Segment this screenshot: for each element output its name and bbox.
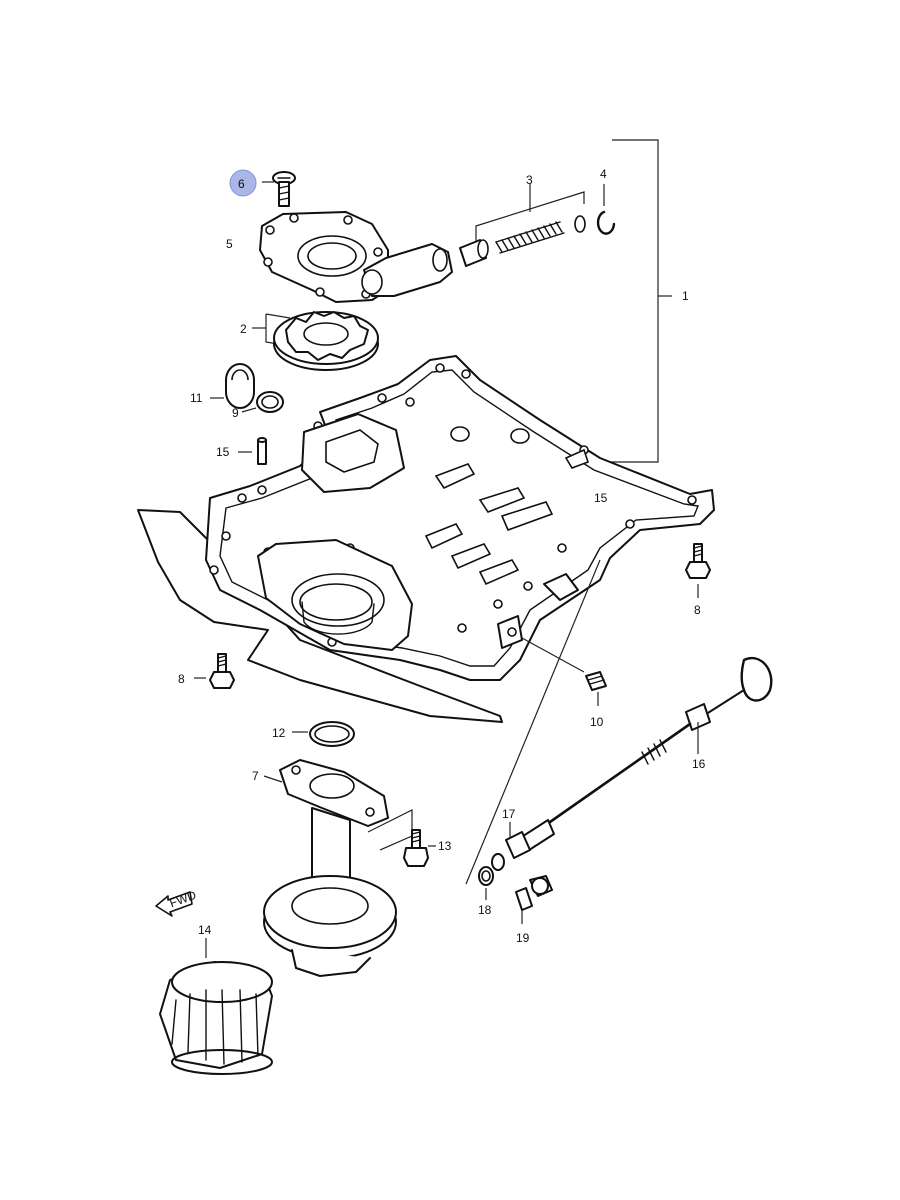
oil-pan[interactable] bbox=[137, 355, 715, 723]
callout-14[interactable]: 14 bbox=[198, 923, 212, 937]
callout-16[interactable]: 16 bbox=[692, 757, 706, 771]
drain-plug[interactable] bbox=[521, 637, 607, 706]
oil-pump-cover[interactable] bbox=[259, 211, 453, 303]
o-ring-18[interactable] bbox=[478, 853, 505, 900]
callout-8-right[interactable]: 8 bbox=[694, 603, 701, 617]
callout-5[interactable]: 5 bbox=[226, 237, 233, 251]
callout-17[interactable]: 17 bbox=[502, 807, 516, 821]
dowel-pin-left[interactable] bbox=[238, 437, 267, 465]
circlip[interactable] bbox=[596, 184, 616, 235]
callout-18[interactable]: 18 bbox=[478, 903, 492, 917]
callout-10[interactable]: 10 bbox=[590, 715, 604, 729]
oil-pump-gear-set[interactable] bbox=[252, 311, 379, 371]
callout-7[interactable]: 7 bbox=[252, 769, 259, 783]
pan-bolt-left[interactable] bbox=[194, 653, 235, 689]
callout-6-highlight bbox=[229, 169, 257, 197]
dipstick-guide-leads bbox=[465, 559, 601, 885]
o-ring-12[interactable] bbox=[292, 721, 355, 747]
callout-15-right[interactable]: 15 bbox=[594, 491, 608, 505]
callout-12[interactable]: 12 bbox=[272, 726, 286, 740]
callout-9[interactable]: 9 bbox=[232, 406, 239, 420]
pan-bolt-right[interactable] bbox=[685, 543, 711, 598]
assembly-1-bracket bbox=[578, 139, 672, 463]
guide-bolt[interactable] bbox=[515, 875, 553, 924]
oil-seal[interactable] bbox=[210, 363, 255, 409]
oil-strainer[interactable] bbox=[263, 759, 413, 977]
callout-6[interactable]: 6 bbox=[238, 177, 245, 191]
callout-1[interactable]: 1 bbox=[682, 289, 689, 303]
pump-cover-screw[interactable] bbox=[262, 171, 296, 207]
callout-13[interactable]: 13 bbox=[438, 839, 452, 853]
fwd-arrow-icon: FWD bbox=[155, 888, 198, 917]
callout-4[interactable]: 4 bbox=[600, 167, 607, 181]
relief-valve-set[interactable] bbox=[459, 184, 586, 267]
callout-2[interactable]: 2 bbox=[240, 322, 247, 336]
callout-15-left[interactable]: 15 bbox=[216, 445, 230, 459]
strainer-bolt[interactable] bbox=[403, 829, 436, 867]
o-ring-9[interactable] bbox=[241, 391, 284, 413]
oil-filter[interactable] bbox=[159, 938, 273, 1075]
callout-19[interactable]: 19 bbox=[516, 931, 530, 945]
callout-8-left[interactable]: 8 bbox=[178, 672, 185, 686]
oil-level-dipstick[interactable] bbox=[505, 656, 773, 859]
callout-11[interactable]: 11 bbox=[190, 391, 203, 405]
callout-3[interactable]: 3 bbox=[526, 173, 533, 187]
